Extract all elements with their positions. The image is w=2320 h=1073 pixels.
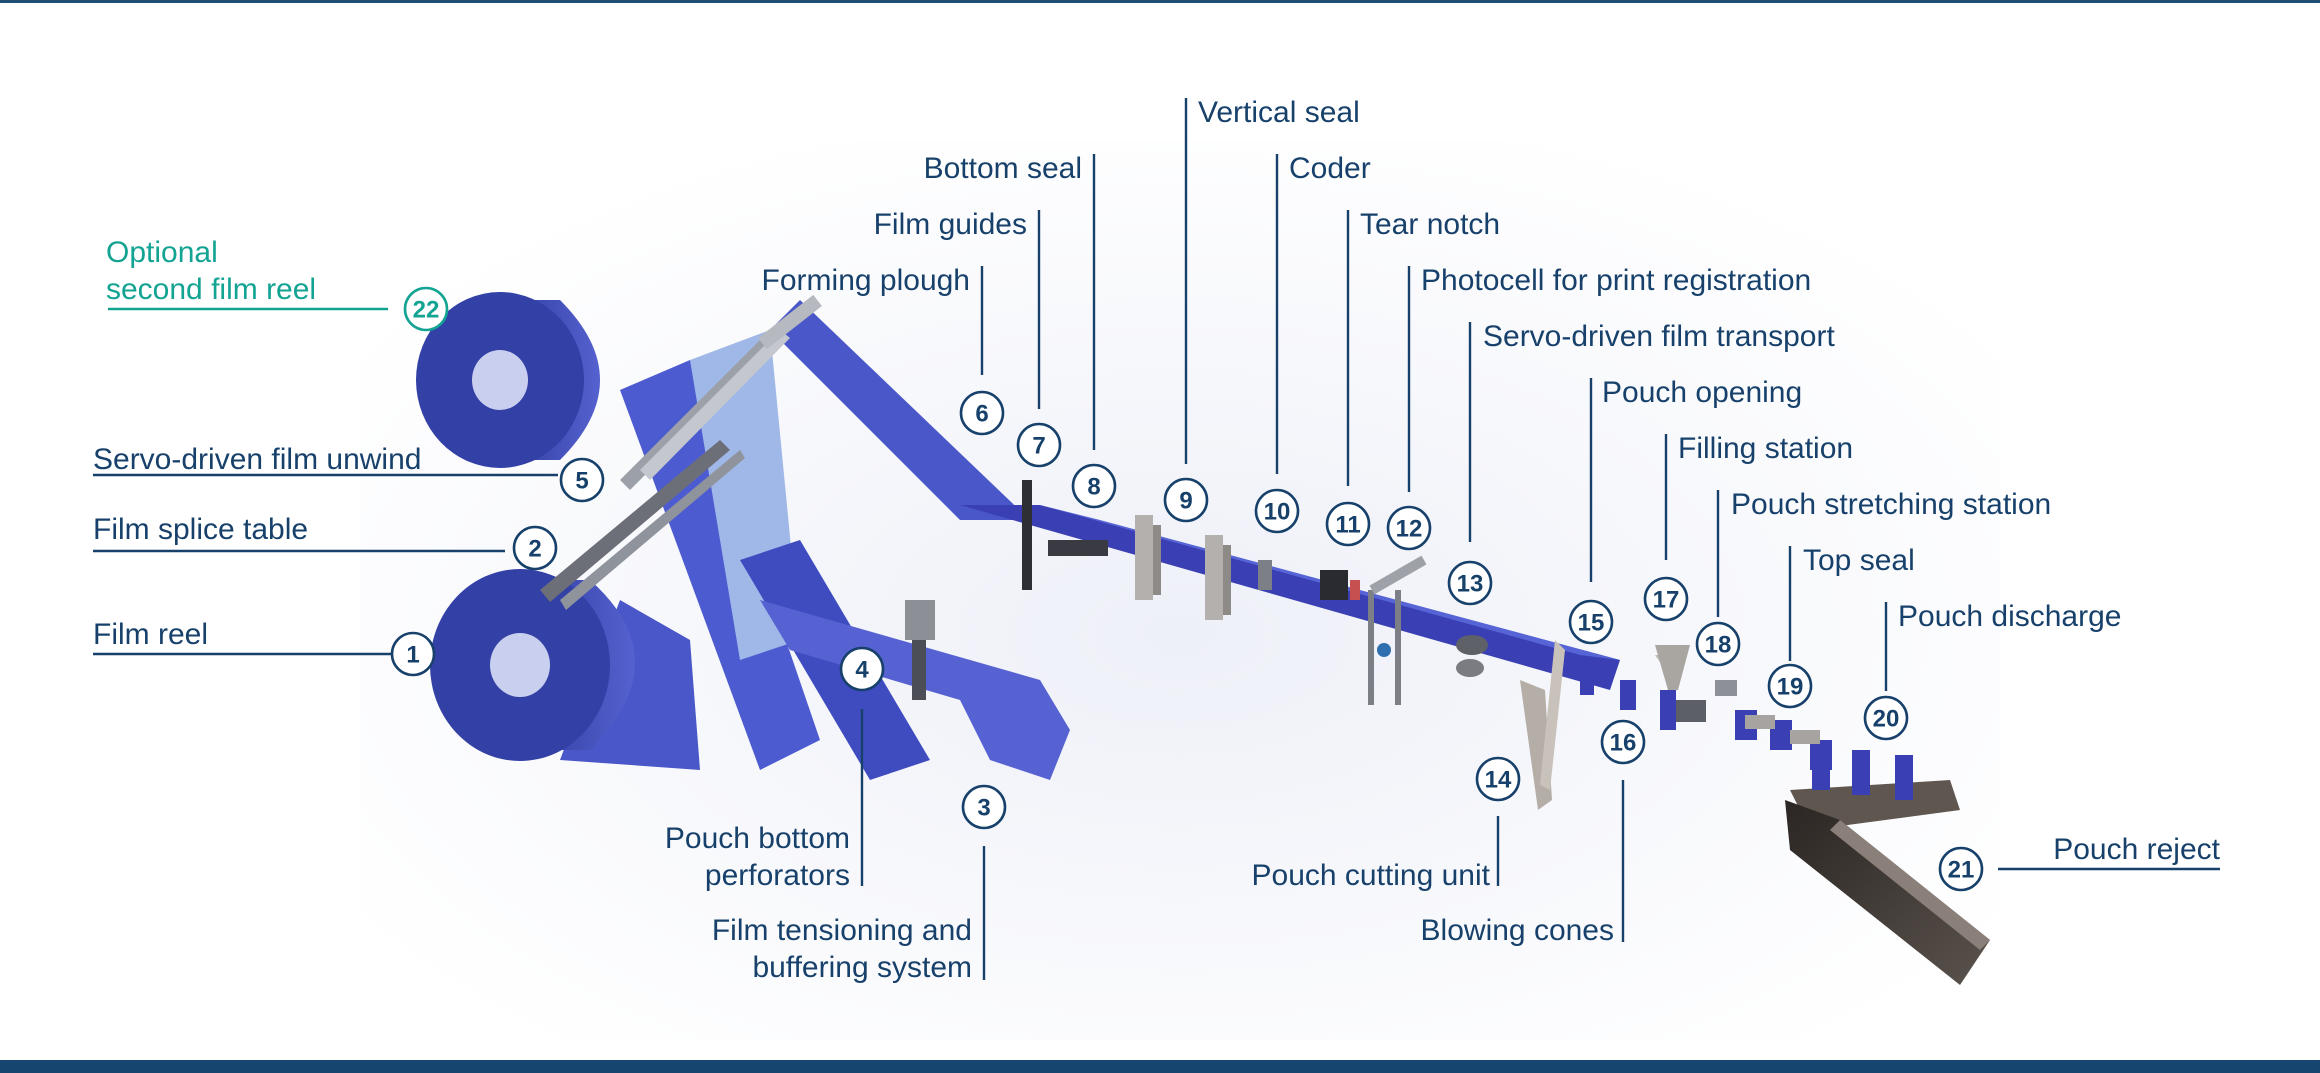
badge-18: 18 [1695,621,1741,667]
label-forming-plough: Forming plough [762,264,970,297]
badge-4: 4 [839,646,885,692]
badge-10: 10 [1254,488,1300,534]
film-panel-left [620,360,820,770]
film-reel-graphic [430,569,635,761]
badge-13: 13 [1447,560,1493,606]
badge-number: 19 [1777,674,1804,701]
label-servo-film-unwind: Servo-driven film unwind [93,443,421,476]
pouch-stations [1580,645,1832,770]
splice-table-rollers [540,294,822,610]
badge-9: 9 [1163,477,1209,523]
label-film-guides: Film guides [874,208,1027,241]
photocell-stand [1368,555,1427,705]
badge-number: 17 [1653,587,1680,614]
badge-11: 11 [1325,501,1371,547]
badge-21: 21 [1938,846,1984,892]
label-tear-notch: Tear notch [1360,208,1500,241]
background-glow [360,140,2000,1040]
badge-number: 8 [1087,474,1100,501]
number-badges: 1 2 3 4 5 6 7 8 9 10 11 12 13 14 15 16 1… [390,286,1984,892]
badge-15: 15 [1568,599,1614,645]
label-servo-film-transport: Servo-driven film transport [1483,320,1835,353]
cutting-knife [1520,640,1565,810]
badge-17: 17 [1643,576,1689,622]
badge-number: 4 [855,657,869,684]
label-top-seal: Top seal [1803,544,1915,577]
badge-19: 19 [1767,663,1813,709]
label-blowing-cones: Blowing cones [1421,914,1614,947]
label-coder: Coder [1289,152,1371,185]
leader-lines [93,98,2220,980]
label-perforators: perforators [705,859,850,892]
badge-number: 14 [1485,767,1512,794]
badge-number: 13 [1457,571,1484,598]
label-film-reel: Film reel [93,618,208,651]
badge-number: 22 [413,297,440,324]
badge-number: 16 [1610,730,1637,757]
badge-2: 2 [512,525,558,571]
badge-20: 20 [1863,695,1909,741]
badge-16: 16 [1600,719,1646,765]
badge-number: 10 [1264,499,1291,526]
badge-number: 20 [1873,706,1900,733]
label-film-splice-table: Film splice table [93,513,308,546]
label-pouch-reject: Pouch reject [2053,833,2220,866]
badge-number: 5 [575,468,588,495]
badge-number: 2 [528,536,541,563]
badge-number: 1 [406,642,419,669]
badge-5: 5 [559,457,605,503]
badge-number: 9 [1179,488,1192,515]
label-pouch-cutting-unit: Pouch cutting unit [1252,859,1491,892]
second-film-reel [416,292,600,468]
discharge-and-reject [1785,745,1990,985]
badge-1: 1 [390,631,436,677]
badge-number: 15 [1578,610,1605,637]
sealing-stations [1022,480,1360,620]
label-buffering-system: buffering system [752,951,972,984]
label-pouch-discharge: Pouch discharge [1898,600,2121,633]
badge-number: 12 [1396,516,1423,543]
label-pouch-stretching: Pouch stretching station [1731,488,2051,521]
badge-number: 18 [1705,632,1732,659]
label-filling-station: Filling station [1678,432,1853,465]
label-film-tensioning: Film tensioning and [712,914,972,947]
badge-7: 7 [1016,422,1062,468]
perforator-unit [905,600,935,700]
component-labels: Optional second film reel Servo-driven f… [93,96,2221,984]
label-pouch-opening: Pouch opening [1602,376,1802,409]
badge-number: 21 [1948,857,1975,884]
label-vertical-seal: Vertical seal [1198,96,1360,129]
buffer-film [760,600,1070,780]
badge-number: 6 [975,401,988,428]
badge-3: 3 [961,784,1007,830]
badge-number: 3 [977,795,990,822]
film-to-plough [770,300,1030,520]
badge-8: 8 [1071,463,1117,509]
top-rule [0,0,2320,3]
badge-12: 12 [1386,505,1432,551]
label-pouch-bottom: Pouch bottom [665,822,850,855]
badge-number: 11 [1335,512,1360,539]
label-second-film-reel: second film reel [106,273,316,306]
bottom-rule [0,1060,2320,1073]
machine-illustration [416,292,1990,985]
label-optional: Optional [106,236,218,269]
badge-14: 14 [1475,756,1521,802]
transport-rollers [1456,635,1488,677]
main-web [960,505,1620,690]
badge-22: 22 [403,286,449,332]
badge-6: 6 [959,390,1005,436]
label-bottom-seal: Bottom seal [924,152,1082,185]
badge-number: 7 [1032,433,1045,460]
label-photocell: Photocell for print registration [1421,264,1811,297]
